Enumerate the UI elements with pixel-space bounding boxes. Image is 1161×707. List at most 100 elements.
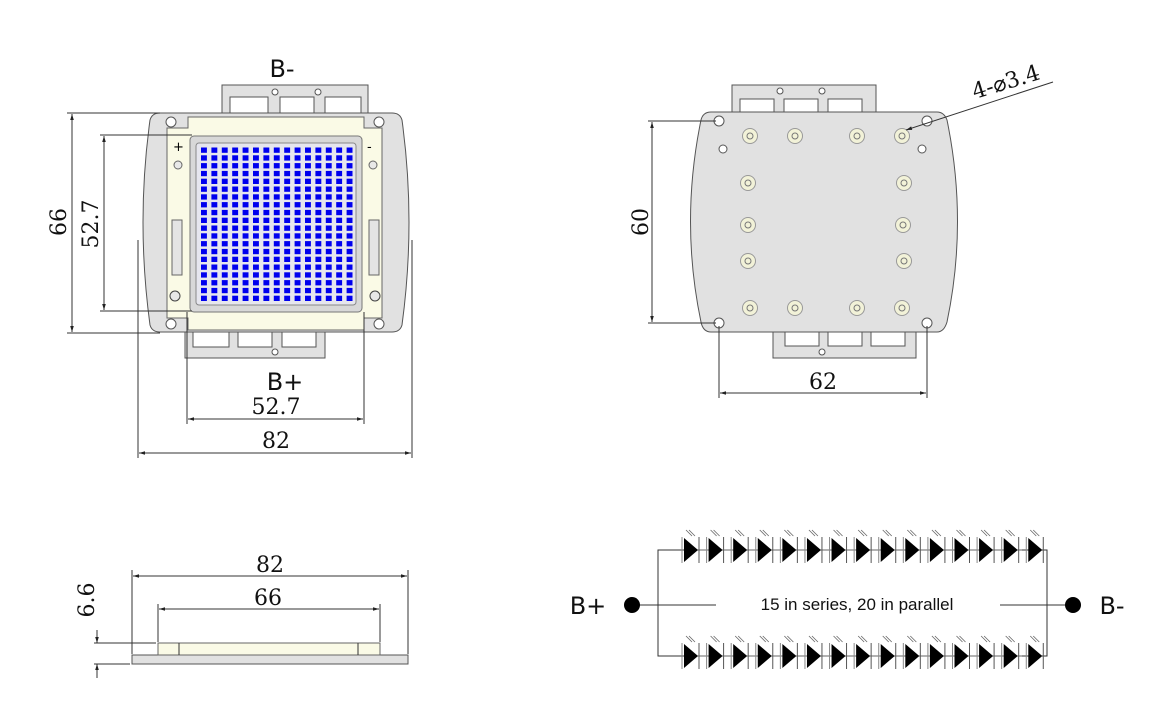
led-chip: [305, 272, 311, 278]
led-chip: [201, 202, 207, 208]
led-chip: [273, 202, 280, 208]
led-chip: [294, 295, 301, 301]
circuit-right-terminal: B-: [1099, 592, 1124, 620]
led-chip: [263, 163, 270, 169]
led-chip: [305, 280, 311, 286]
led-chip: [211, 155, 218, 161]
thermal-pad: [894, 300, 910, 316]
led-chip: [325, 241, 332, 247]
led-chip: [232, 163, 239, 169]
led-chip: [305, 295, 311, 301]
led-chip: [336, 147, 343, 153]
led-chip: [211, 280, 218, 286]
led-chip: [315, 155, 322, 161]
light-emission-arrows: [808, 529, 819, 537]
diode-symbol: [782, 644, 797, 668]
led-chip: [346, 155, 353, 161]
diode-symbol: [684, 538, 698, 562]
diode-symbol: [979, 644, 994, 668]
led-chip: [294, 155, 301, 161]
led-chip: [294, 233, 301, 239]
led-chip: [305, 194, 311, 200]
led-chip: [221, 217, 228, 223]
led-chip: [211, 147, 218, 153]
dim-height-outer: 66: [47, 208, 72, 236]
led-chip: [346, 264, 353, 270]
diode-symbol: [979, 538, 994, 562]
light-emission-arrows: [685, 635, 696, 643]
diode-symbol: [880, 644, 895, 668]
dim-width-inner: 52.7: [252, 395, 301, 420]
led-chip: [253, 202, 259, 208]
diode-symbol: [708, 644, 723, 668]
led-chip: [201, 186, 207, 192]
led-chip: [221, 280, 228, 286]
thermal-pad: [740, 253, 756, 269]
led-chip: [346, 202, 353, 208]
led-chip: [346, 194, 353, 200]
led-chip: [232, 186, 239, 192]
led-chip: [273, 280, 280, 286]
led-chip: [315, 225, 322, 231]
light-emission-arrows: [980, 635, 991, 643]
light-emission-arrows: [931, 635, 942, 643]
led-chip: [232, 295, 239, 301]
led-chip: [253, 233, 259, 239]
thermal-pad: [896, 175, 912, 191]
led-chip: [273, 256, 280, 262]
led-chip: [253, 241, 259, 247]
diode-symbol: [929, 644, 944, 668]
led-chip: [273, 248, 280, 255]
diode-symbol: [1003, 538, 1018, 562]
led-chip: [211, 163, 218, 169]
led-chip: [336, 225, 343, 231]
thermal-pad: [787, 128, 803, 144]
led-chip: [242, 209, 249, 216]
mounting-hole: [917, 144, 927, 154]
led-chip: [284, 233, 291, 239]
side-dim-width-inner: 66: [254, 586, 282, 611]
led-chip: [201, 170, 207, 177]
led-chip: [346, 256, 353, 262]
led-chip: [211, 264, 218, 270]
led-chip: [325, 155, 332, 161]
led-chip: [221, 147, 228, 153]
led-chip: [221, 209, 228, 216]
b-plus-node: [624, 597, 640, 613]
thermal-pad-center: [744, 221, 752, 229]
led-chip: [294, 272, 301, 278]
thermal-pad: [740, 217, 756, 233]
led-chip: [315, 202, 322, 208]
diode-symbol: [856, 644, 871, 668]
led-chip: [346, 248, 353, 255]
led-chip: [336, 280, 343, 286]
mounting-hole: [718, 144, 728, 154]
thermal-pad: [742, 128, 758, 144]
led-chip: [263, 280, 270, 286]
thermal-pad-center: [900, 179, 908, 187]
led-chip: [305, 209, 311, 216]
diode-string-top: [681, 529, 1044, 563]
led-chip: [253, 209, 259, 216]
led-chip: [305, 147, 311, 153]
light-emission-arrows: [734, 529, 745, 537]
led-chip: [221, 178, 228, 184]
light-emission-arrows: [907, 529, 917, 537]
thermal-pad-center: [853, 132, 861, 140]
led-chip: [346, 217, 353, 223]
led-chip: [242, 202, 249, 208]
led-chip: [325, 287, 332, 294]
led-chip: [221, 272, 228, 278]
led-chip: [221, 225, 228, 231]
led-chip: [346, 280, 353, 286]
led-chip: [201, 178, 207, 184]
led-chip: [232, 272, 239, 278]
light-emission-arrows: [734, 635, 745, 643]
led-chip: [325, 170, 332, 177]
led-chip: [273, 186, 280, 192]
light-emission-arrows: [784, 529, 794, 537]
led-chip: [211, 295, 218, 301]
led-chip: [253, 155, 259, 161]
led-chip: [315, 280, 322, 286]
